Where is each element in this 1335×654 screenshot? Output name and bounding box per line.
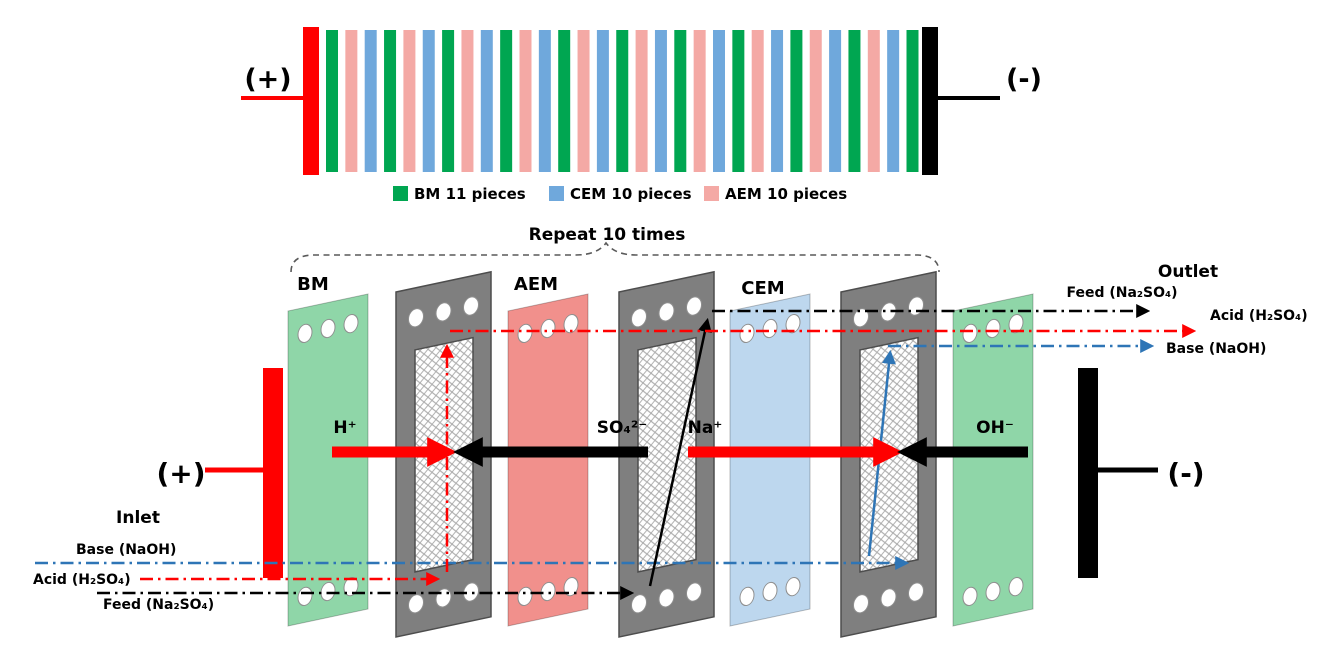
- stack-bar-bm: [558, 30, 571, 172]
- stack-bar-aem: [867, 30, 880, 172]
- legend-label-aem: AEM 10 pieces: [725, 185, 847, 203]
- exploded-view: Repeat 10 times (+) (-) BM AEM CEM: [33, 225, 1308, 638]
- stack-bar-aem: [461, 30, 474, 172]
- stack-bar-cem: [422, 30, 435, 172]
- stack-legend: BM 11 pieces CEM 10 pieces AEM 10 pieces: [393, 185, 847, 203]
- stack-bar-bm: [674, 30, 687, 172]
- stack-bar-cem: [538, 30, 551, 172]
- stack-bar-bm: [732, 30, 745, 172]
- stack-bar-cem: [771, 30, 784, 172]
- feed-outlet-label: Feed (Na₂SO₄): [1066, 285, 1177, 301]
- legend-swatch-aem: [704, 186, 719, 201]
- inlet-label: Inlet: [116, 508, 160, 528]
- stack-bar-bm: [326, 30, 338, 172]
- cem-label: CEM: [741, 278, 784, 299]
- feed-inlet-label: Feed (Na₂SO₄): [103, 597, 214, 613]
- legend-swatch-bm: [393, 186, 408, 201]
- aem-membrane: [507, 293, 589, 627]
- stack-bar-aem: [751, 30, 764, 172]
- stack-bar-bm: [616, 30, 629, 172]
- stack-bar-cem: [829, 30, 842, 172]
- stack-cathode-label: (-): [1006, 64, 1042, 95]
- outlet-label: Outlet: [1158, 262, 1218, 282]
- cathode-label: (-): [1167, 457, 1204, 490]
- stack-bar-aem: [519, 30, 532, 172]
- stack-bar-bm: [790, 30, 803, 172]
- repeat-brace: [290, 241, 940, 273]
- legend-swatch-cem: [549, 186, 564, 201]
- stack-bar-cem: [654, 30, 667, 172]
- stack-bar-bm: [906, 30, 919, 172]
- bm-label: BM: [297, 274, 329, 295]
- feed-riser-arrow: [648, 317, 712, 587]
- cem-membrane: [729, 293, 811, 627]
- stack-bar-cem: [364, 30, 377, 172]
- acid-outlet-label: Acid (H₂SO₄): [1210, 308, 1308, 324]
- legend-label-bm: BM 11 pieces: [414, 185, 526, 203]
- anode-label: (+): [156, 457, 205, 490]
- stack-bar-aem: [809, 30, 822, 172]
- bm-membrane-right: [952, 293, 1034, 627]
- stack-bar-aem: [345, 30, 358, 172]
- anode-electrode: [263, 368, 283, 578]
- cathode-electrode: [1078, 368, 1098, 578]
- stack-bar-bm: [442, 30, 455, 172]
- stack-anode-electrode: [303, 27, 319, 175]
- stack-bar-aem: [693, 30, 706, 172]
- stack-bar-aem: [577, 30, 590, 172]
- stack-bar-bm: [500, 30, 513, 172]
- stack-bar-cem: [480, 30, 493, 172]
- base-outlet-label: Base (NaOH): [1166, 341, 1266, 357]
- stack-bar-bm: [384, 30, 397, 172]
- repeat-note: Repeat 10 times: [529, 225, 686, 245]
- aem-label: AEM: [514, 274, 558, 295]
- stack-schematic: (+) (-) BM 11 pieces CEM 10 pieces AEM 1…: [241, 27, 1042, 203]
- stack-bar-cem: [596, 30, 609, 172]
- stack-bar-bm: [848, 30, 861, 172]
- stack-anode-label: (+): [244, 64, 291, 95]
- acid-inlet-label: Acid (H₂SO₄): [33, 572, 131, 588]
- stack-bar-aem: [403, 30, 416, 172]
- stack-bar-cem: [887, 30, 900, 172]
- hydroxide-label: OH⁻: [976, 418, 1014, 438]
- sulfate-label: SO₄²⁻: [597, 418, 648, 438]
- proton-label: H⁺: [333, 418, 356, 438]
- sodium-label: Na⁺: [688, 418, 723, 438]
- stack-bar-aem: [635, 30, 648, 172]
- bm-membrane-left: [287, 293, 369, 627]
- legend-label-cem: CEM 10 pieces: [570, 185, 692, 203]
- stack-cathode-electrode: [922, 27, 938, 175]
- stack-bar-cem: [713, 30, 725, 172]
- stack-membrane-bars: [326, 30, 919, 172]
- base-inlet-label: Base (NaOH): [76, 542, 176, 558]
